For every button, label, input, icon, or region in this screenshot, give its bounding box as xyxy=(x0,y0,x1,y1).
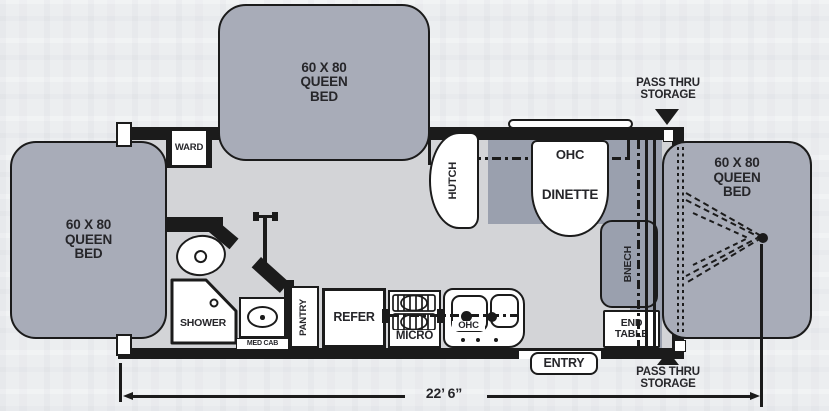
bench: BNECH xyxy=(600,220,658,308)
bed-rear-label-line1: 60 X 80 xyxy=(714,155,760,170)
microwave-label: MICRO xyxy=(391,330,438,343)
end-table-label-line1: END xyxy=(620,316,643,329)
fold-out-mechanism-icon xyxy=(677,147,768,333)
pass-thru-top-line1: PASS THRU xyxy=(636,77,700,89)
wall-opening-bottom-right xyxy=(674,340,686,352)
bed-rear-label-line2: QUEEN xyxy=(713,169,761,185)
pass-thru-storage-bottom-label: PASS THRU STORAGE xyxy=(598,366,738,391)
refrigerator-label: REFER xyxy=(333,310,375,325)
pass-thru-storage-top-label: PASS THRU STORAGE xyxy=(598,77,738,102)
kitchen-ohc-label: OHC xyxy=(452,320,485,332)
cabinet-line-2 xyxy=(653,140,656,348)
overhead-cabinet-line-vertical xyxy=(637,140,640,348)
pantry: PANTRY xyxy=(290,286,319,348)
dimension-extension-line xyxy=(760,244,763,407)
shower-label: SHOWER xyxy=(179,317,227,329)
bed-rear-label-line3: BED xyxy=(723,184,751,200)
med-cab xyxy=(239,297,286,338)
dinette-label: DINETTE xyxy=(541,187,599,203)
bed-front-label-line2: QUEEN xyxy=(64,231,112,247)
med-cab-sink-icon xyxy=(247,306,278,328)
burner-grate-icon xyxy=(392,294,436,331)
wardrobe: WARD xyxy=(166,129,212,168)
entry-label: ENTRY xyxy=(543,355,585,370)
refrigerator: REFER xyxy=(322,288,386,348)
kitchen-overhead-cabinet-line xyxy=(390,314,522,317)
bed-front-left: 60 X 80 QUEEN BED xyxy=(10,141,167,339)
bathroom-door-pivot-icon xyxy=(253,211,279,223)
toilet-flush-icon xyxy=(193,249,208,264)
bed-top: 60 X 80 QUEEN BED xyxy=(218,4,430,161)
pantry-label: PANTRY xyxy=(298,298,310,336)
dinette-ohc-label: OHC xyxy=(555,147,585,162)
dimension-tick-left xyxy=(119,363,122,402)
dimension-text: 22’ 6” xyxy=(425,385,463,401)
dimension-line-left xyxy=(130,395,405,398)
dimension-arrow-right-icon xyxy=(750,392,760,400)
faucet-dot-right xyxy=(487,312,497,322)
overhead-cabinet-line-corner xyxy=(627,140,630,160)
pass-thru-bottom-line1: PASS THRU xyxy=(636,366,700,378)
sink-drain-dot-1 xyxy=(494,338,498,342)
counter-connector-1 xyxy=(382,309,389,323)
wall-opening-top-right xyxy=(663,129,674,142)
sink-drain-dot-2 xyxy=(476,338,480,342)
med-cab-label-box: MED CAB xyxy=(236,338,289,350)
kitchen-end-wall xyxy=(284,280,294,348)
bathroom-door-post xyxy=(263,218,267,266)
med-cab-label: MED CAB xyxy=(246,340,279,348)
cabinet-line-1 xyxy=(645,140,648,348)
dinette-table: OHC DINETTE xyxy=(531,140,609,237)
bed-front-label-line3: BED xyxy=(74,246,103,262)
hutch: HUTCH xyxy=(429,132,479,229)
faucet-dot-left xyxy=(461,311,472,322)
pass-thru-bottom-line2: STORAGE xyxy=(640,378,696,391)
pass-thru-top-line2: STORAGE xyxy=(640,89,696,102)
shower xyxy=(170,278,238,345)
entry-label-box: ENTRY xyxy=(530,352,598,375)
counter-connector-2 xyxy=(437,309,444,323)
wardrobe-label: WARD xyxy=(174,141,204,153)
wall-opening-bottom-left xyxy=(116,334,132,356)
bed-rear-right: 60 X 80 QUEEN BED xyxy=(662,141,812,339)
wall-opening-top-left xyxy=(116,122,132,147)
pass-thru-top-arrow-icon xyxy=(655,109,679,125)
sink-counter xyxy=(443,288,525,348)
sink-bowl-right xyxy=(490,294,519,328)
bed-front-label-line1: 60 X 80 xyxy=(65,217,112,233)
hutch-wall-divider xyxy=(428,140,431,165)
end-table-label-line2: TABLE xyxy=(614,328,649,340)
bed-top-label-line1: 60 X 80 xyxy=(301,59,347,75)
hutch-label: HUTCH xyxy=(447,161,460,200)
bench-label: BNECH xyxy=(622,245,635,283)
end-table: END TABLE xyxy=(603,310,660,348)
bed-top-label-line2: QUEEN xyxy=(300,74,348,90)
bed-top-label-line3: BED xyxy=(310,88,338,104)
dinette-slide-edge xyxy=(508,119,633,129)
sink-drain-dot-3 xyxy=(461,338,465,342)
dimension-arrow-left-icon xyxy=(123,392,133,400)
pass-thru-bottom-arrow-icon xyxy=(657,351,679,365)
dimension-line-right xyxy=(487,395,751,398)
